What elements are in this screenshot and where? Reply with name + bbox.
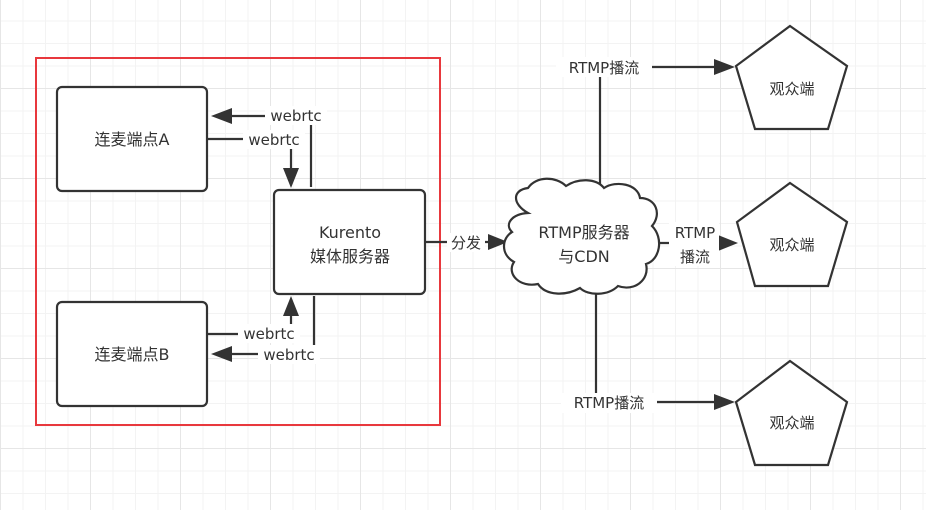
node-rtmp-server[interactable]: RTMP服务器 与CDN	[502, 177, 661, 295]
pentagon-shape	[734, 359, 849, 467]
node-viewer-bottom[interactable]: 观众端	[734, 359, 849, 467]
edge-label-rtmp-play: RTMP播流	[574, 394, 644, 412]
arrowhead-icon	[718, 235, 738, 251]
pentagon-shape	[735, 181, 849, 288]
edge-line	[598, 65, 716, 196]
edge-label-bg	[447, 233, 485, 252]
edge-label-bg	[258, 345, 320, 364]
edge-label-bg	[243, 130, 305, 149]
arrowhead-icon	[488, 234, 508, 250]
arrowhead-icon	[283, 296, 299, 316]
node-viewer-mid[interactable]: 观众端	[735, 181, 849, 288]
edge-label-distribute: 分发	[451, 234, 481, 252]
edge-kurento-to-rtmp[interactable]: 分发	[425, 233, 508, 252]
edge-line	[594, 290, 716, 404]
edge-label-bg	[556, 57, 652, 77]
kurento-label-line1: Kurento	[319, 223, 381, 242]
edge-line	[230, 114, 313, 187]
viewer-mid-label: 观众端	[769, 236, 814, 254]
arrowhead-icon	[714, 59, 735, 75]
edge-label-webrtc: webrtc	[270, 107, 321, 125]
edge-peer-b-to-kurento[interactable]: webrtc	[207, 296, 300, 343]
edge-peer-a-to-kurento[interactable]: webrtc	[207, 130, 305, 188]
node-peer-a[interactable]: 连麦端点A	[55, 85, 209, 193]
edge-kurento-to-peer-a[interactable]: webrtc	[211, 106, 327, 187]
arrowhead-icon	[211, 346, 232, 362]
node-kurento[interactable]: Kurento 媒体服务器	[272, 188, 427, 296]
edge-label-rtmp-play: RTMP播流	[569, 59, 639, 77]
pentagon-shape	[734, 24, 849, 131]
kurento-label-line2: 媒体服务器	[310, 247, 390, 266]
edge-label-bg	[669, 222, 719, 266]
rtmp-server-label-line1: RTMP服务器	[538, 223, 629, 242]
viewer-top-label: 观众端	[769, 80, 814, 98]
edge-label-bg	[265, 106, 327, 125]
edge-label-bg	[238, 324, 300, 343]
peer-b-box	[55, 300, 209, 408]
cloud-shape	[502, 177, 661, 295]
node-viewer-top[interactable]: 观众端	[734, 24, 849, 131]
edge-label-webrtc: webrtc	[243, 325, 294, 343]
kurento-box	[272, 188, 427, 296]
edge-label-play: 播流	[680, 248, 710, 266]
peer-a-label: 连麦端点A	[95, 130, 170, 149]
arrowhead-icon	[211, 108, 232, 124]
node-peer-b[interactable]: 连麦端点B	[55, 300, 209, 408]
edge-label-webrtc: webrtc	[263, 346, 314, 364]
rtmp-server-label-line2: 与CDN	[558, 247, 609, 266]
viewer-bottom-label: 观众端	[769, 414, 814, 432]
edge-label-bg	[561, 393, 657, 413]
peer-a-box	[55, 85, 209, 193]
edge-rtmp-to-viewer-top[interactable]: RTMP播流	[556, 57, 735, 196]
edge-kurento-to-peer-b[interactable]: webrtc	[211, 296, 320, 364]
peer-b-label: 连麦端点B	[95, 345, 170, 364]
arrowhead-icon	[283, 168, 299, 188]
edge-rtmp-to-viewer-bottom[interactable]: RTMP播流	[561, 290, 735, 413]
edge-rtmp-to-viewer-mid[interactable]: RTMP 播流	[655, 222, 738, 266]
edge-label-rtmp: RTMP	[675, 224, 715, 242]
arrowhead-icon	[714, 394, 735, 410]
edge-label-webrtc: webrtc	[248, 131, 299, 149]
